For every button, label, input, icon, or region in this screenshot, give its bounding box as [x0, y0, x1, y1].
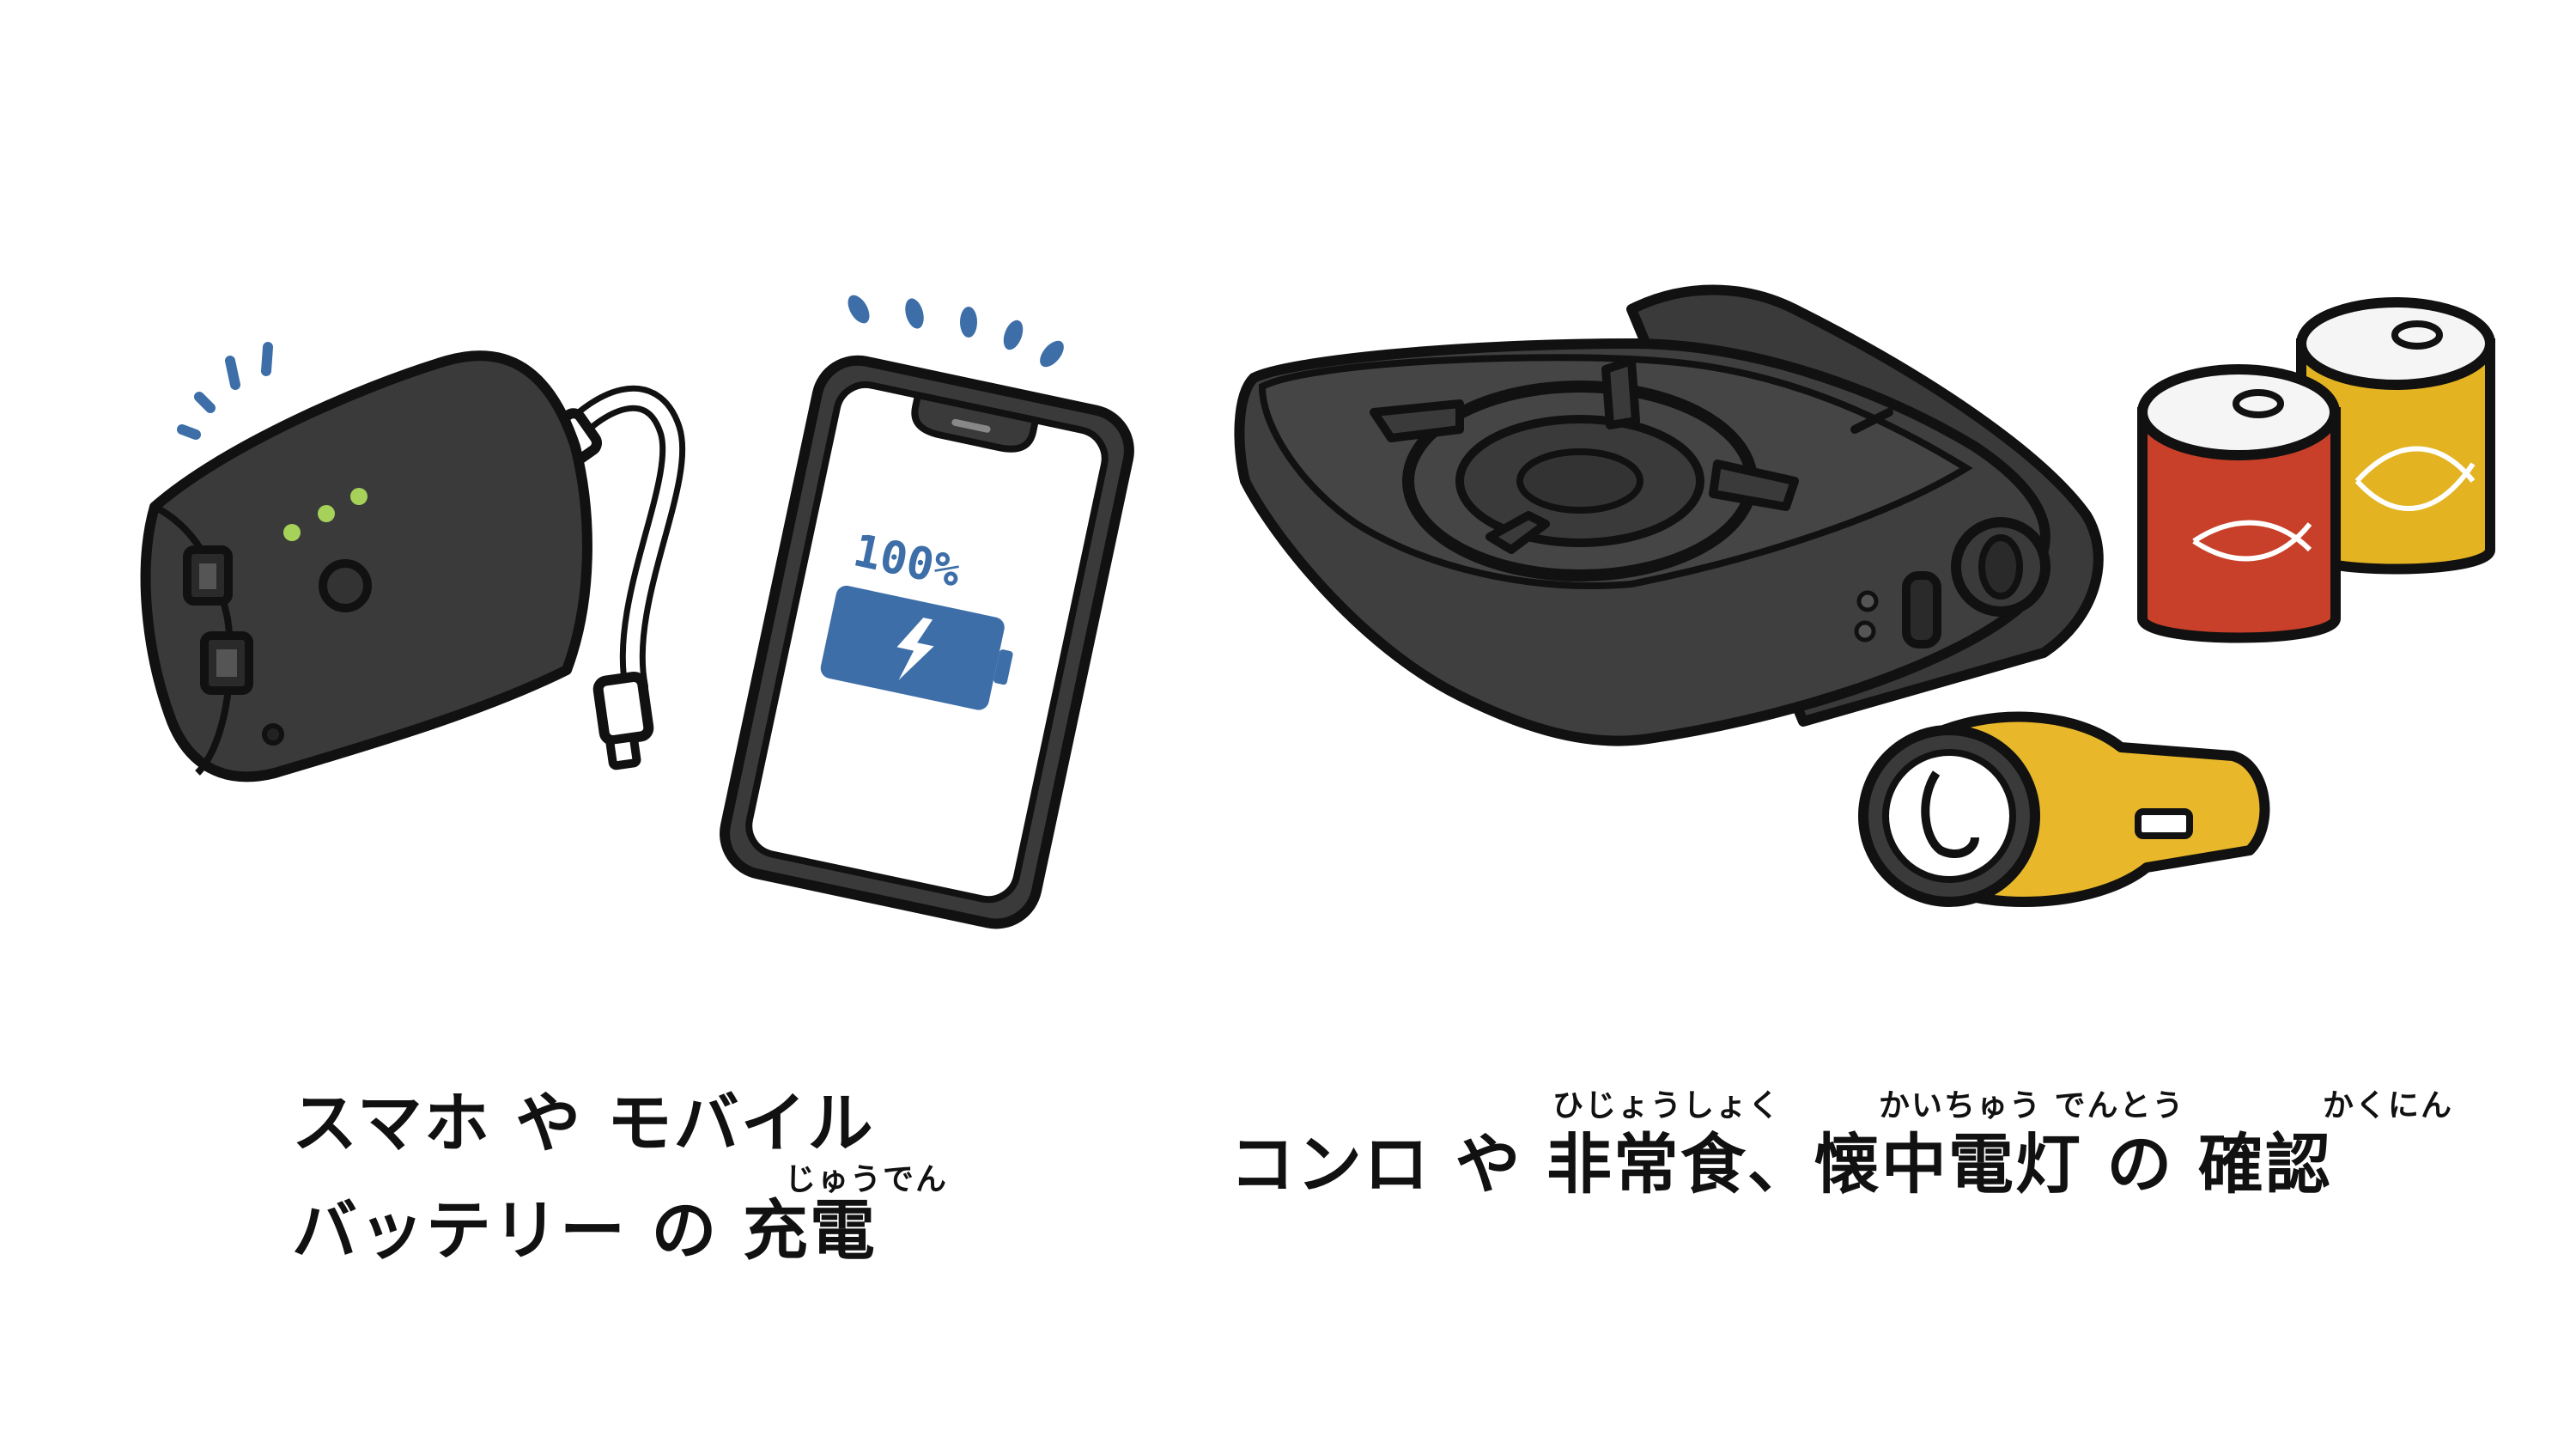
left-caption-line2: バッテリー の 充電: [292, 1192, 877, 1269]
left-caption-line1: スマホ や モバイル: [292, 1085, 875, 1161]
power-bank-icon: [140, 342, 686, 782]
ruby-charge: じゅうでん: [785, 1162, 949, 1197]
smartphone-icon: 100%: [720, 295, 1134, 929]
ruby-check: かくにん: [2323, 1088, 2454, 1123]
ruby-emergency-food: ひじょうしょく: [1552, 1088, 1782, 1123]
flashlight-icon: [1858, 711, 2270, 907]
canned-food-icon: [2137, 297, 2495, 643]
gas-stove-icon: [1234, 284, 2104, 746]
ruby-flashlight: かいちゅう でんとう: [1879, 1088, 2185, 1123]
right-caption-line1: コンロ や 非常食、懐中電灯 の 確認: [1230, 1126, 2332, 1202]
